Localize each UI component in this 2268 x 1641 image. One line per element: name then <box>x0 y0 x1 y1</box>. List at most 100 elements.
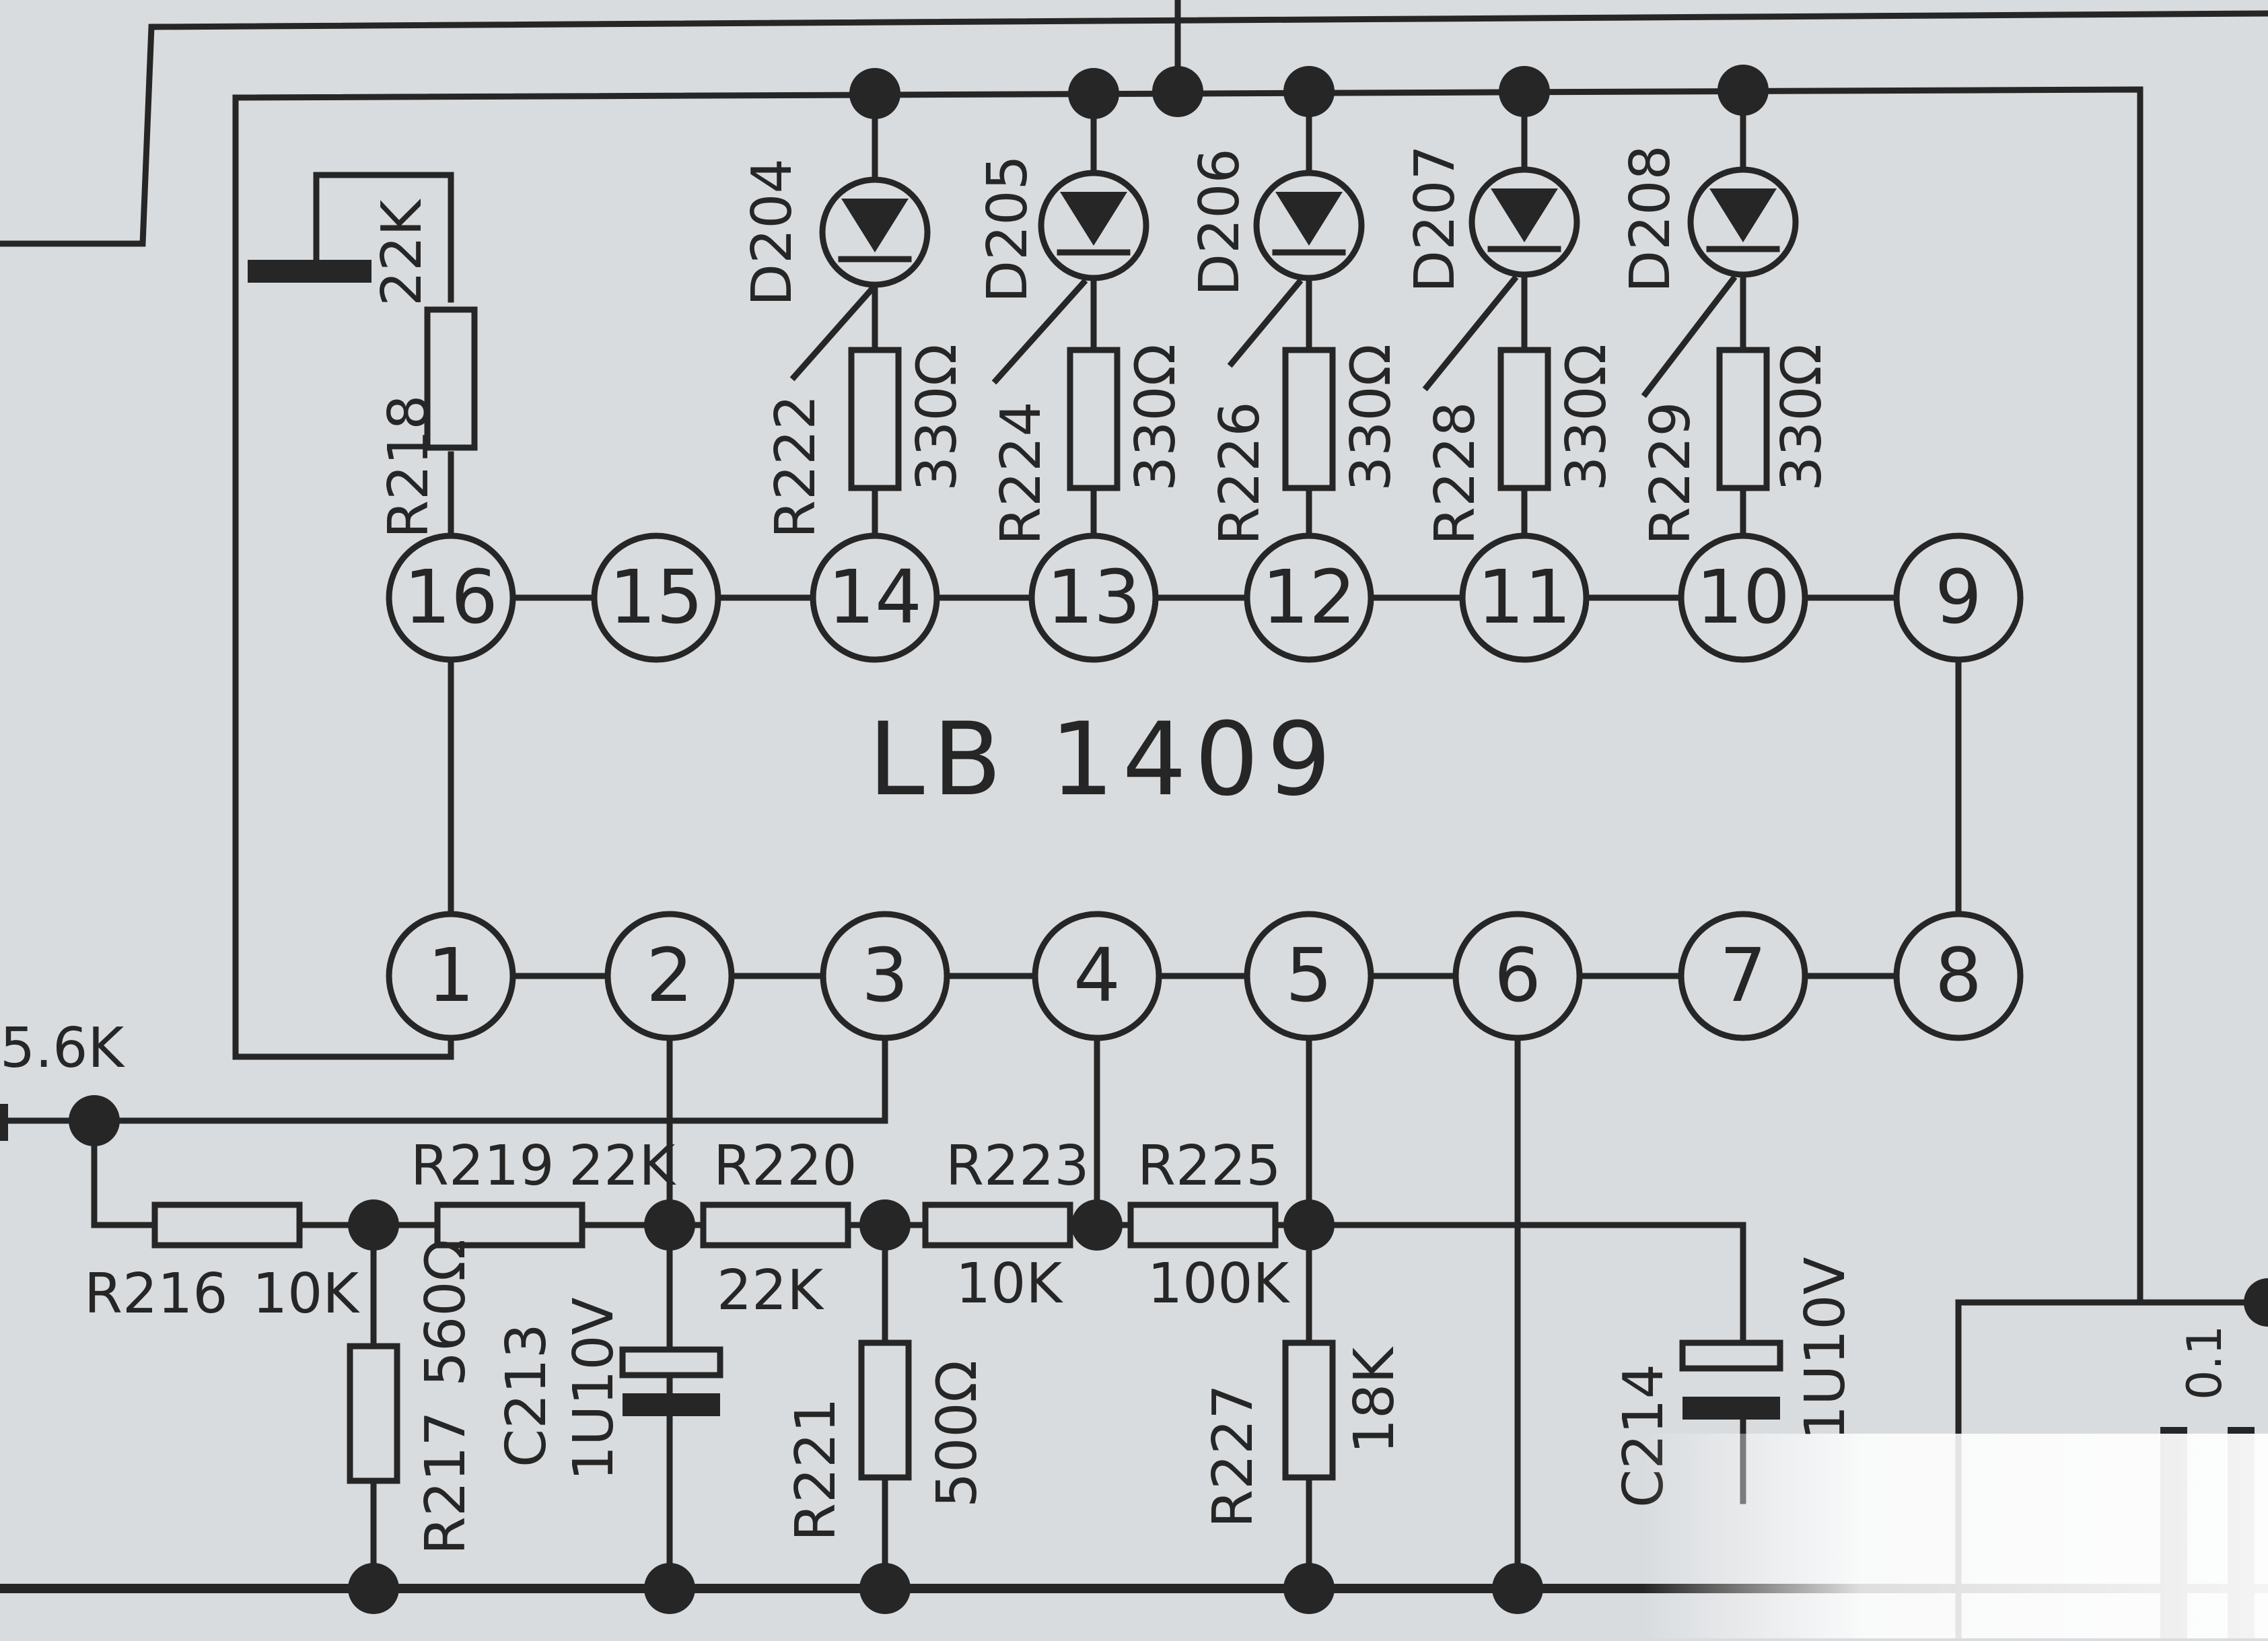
r221-body <box>858 1339 912 1481</box>
junction <box>644 1199 695 1251</box>
svg-text:9: 9 <box>1935 554 1982 640</box>
r217-body <box>347 1343 400 1484</box>
r227-value: 18K <box>1343 1346 1407 1454</box>
junction <box>1283 1563 1335 1614</box>
c214-value: 1U10V <box>1794 1257 1857 1440</box>
ic-pin-8: 8 <box>1893 911 2024 1041</box>
junction <box>1068 68 1119 119</box>
r224-label: R224 <box>989 402 1053 546</box>
r225-body <box>1127 1201 1279 1249</box>
r223-name: R223 <box>946 1134 1090 1198</box>
d207-label: D207 <box>1403 145 1467 293</box>
junction <box>859 1199 911 1251</box>
svg-text:7: 7 <box>1720 932 1767 1018</box>
leds <box>789 166 1799 398</box>
r216-body <box>151 1201 303 1249</box>
junction <box>1499 66 1550 117</box>
r221-name: R221 <box>784 1398 848 1542</box>
ic-pin-5: 5 <box>1244 911 1374 1041</box>
r224-value: 330Ω <box>1124 344 1188 491</box>
r227-body <box>1282 1339 1336 1481</box>
ic-pin-2: 2 <box>604 911 735 1041</box>
d206-arrow <box>1227 278 1304 368</box>
r226-label: R226 <box>1208 402 1272 546</box>
r219-body <box>434 1201 586 1249</box>
junction <box>1717 65 1769 116</box>
svg-text:14: 14 <box>828 554 922 640</box>
r217-name: R217 <box>414 1411 478 1556</box>
ic-pin-16: 16 <box>386 532 516 663</box>
ic-pin-7: 7 <box>1678 911 1808 1041</box>
junction <box>1283 66 1335 117</box>
d206-label: D206 <box>1188 148 1252 296</box>
junction <box>2244 1278 2268 1327</box>
capacitors <box>619 1339 1783 1420</box>
r225-name: R225 <box>1137 1134 1281 1198</box>
ic-pin-10: 10 <box>1678 532 1808 663</box>
ic-pin-13: 13 <box>1028 532 1159 663</box>
d205-arrow <box>991 278 1088 385</box>
led-d206 <box>1227 170 1365 368</box>
junction <box>849 68 900 119</box>
r229-body <box>1716 347 1770 491</box>
edge-value: 0.1 <box>2177 1325 2232 1400</box>
r228-body <box>1497 347 1551 491</box>
junctions <box>0 65 2268 1614</box>
r218-name: R218 <box>377 395 441 539</box>
ic-pin-1: 1 <box>386 911 516 1041</box>
junction <box>348 1199 399 1251</box>
r221-value: 500Ω <box>925 1360 989 1508</box>
ic-pin-3: 3 <box>820 911 950 1041</box>
d205-label: D205 <box>976 155 1040 303</box>
r225-value: 100K <box>1147 1252 1291 1316</box>
c213-name: C213 <box>495 1323 559 1467</box>
r229-value: 330Ω <box>1770 344 1834 491</box>
r223-body <box>922 1201 1073 1249</box>
d207-arrow <box>1422 275 1519 392</box>
junction <box>1152 66 1203 117</box>
d204-arrow <box>789 285 876 382</box>
d205-triangle <box>1060 192 1127 246</box>
r220-body <box>700 1201 851 1249</box>
junction <box>644 1563 695 1614</box>
r218-value: 22K <box>370 199 434 306</box>
svg-text:2: 2 <box>646 932 693 1018</box>
svg-text:4: 4 <box>1073 932 1121 1018</box>
junction <box>69 1095 120 1146</box>
junction <box>1071 1199 1123 1251</box>
ic-pin-12: 12 <box>1244 532 1374 663</box>
c214-plate-bottom <box>1682 1397 1780 1420</box>
r222-body <box>848 347 902 491</box>
r218-body <box>424 306 478 451</box>
ic-pin-4: 4 <box>1032 911 1162 1041</box>
c213-value: 1U10V <box>562 1297 626 1481</box>
r222-label: R222 <box>764 395 828 539</box>
c213-plate-top <box>619 1346 723 1378</box>
r220-value: 22K <box>717 1259 824 1323</box>
ic-pin-14: 14 <box>810 532 940 663</box>
input-terminal <box>0 1104 8 1141</box>
junction <box>1283 1199 1335 1251</box>
svg-text:5: 5 <box>1285 932 1333 1018</box>
d208-triangle <box>1709 188 1777 242</box>
svg-text:8: 8 <box>1935 932 1982 1018</box>
d208-arrow <box>1641 275 1738 398</box>
d206-triangle <box>1275 192 1343 246</box>
r217-value: 560Ω <box>414 1239 478 1387</box>
ic-pins: 16 15 14 13 12 11 10 9 1 2 3 4 5 6 7 8 <box>386 532 2024 1041</box>
r216-name: R216 <box>84 1262 228 1326</box>
r224-body <box>1067 347 1121 491</box>
d204-triangle <box>841 199 909 252</box>
resistors <box>151 306 1770 1484</box>
ic-pin-6: 6 <box>1452 911 1583 1041</box>
corner-fade <box>1642 1434 2268 1638</box>
r228-value: 330Ω <box>1555 344 1619 491</box>
r219-name: R219 <box>411 1134 555 1198</box>
ic-pin-9: 9 <box>1893 532 2024 663</box>
r229-label: R229 <box>1639 402 1703 546</box>
r219-value: 22K <box>569 1134 676 1198</box>
led-d207 <box>1422 166 1580 392</box>
svg-text:10: 10 <box>1696 554 1790 640</box>
